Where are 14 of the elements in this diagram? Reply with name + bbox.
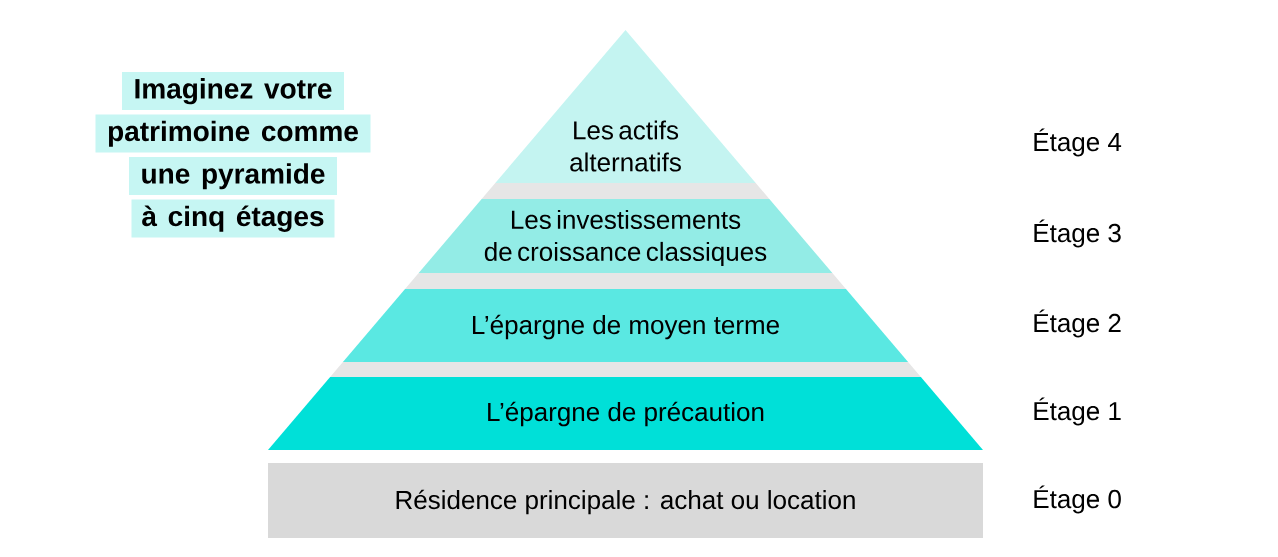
level-label: Étage 4 — [1034, 128, 1122, 157]
level-label: Étage 1 — [1034, 397, 1121, 426]
separator-band — [481, 183, 770, 199]
title: Imaginez votre patrimoine comme une pyramide à cinq étages — [95, 72, 371, 238]
pyramid-tier: L’épargne de moyen terme — [342, 289, 909, 362]
pyramid-tier: Les investissements de croissance classiques — [418, 199, 833, 273]
base-block: Résidence principale : achat ou location — [268, 463, 983, 538]
separator-band — [330, 362, 921, 377]
pyramid-tier: L’épargne de précaution — [268, 377, 983, 450]
level-label: Étage 3 — [1034, 219, 1121, 248]
separator-band — [405, 273, 846, 289]
level-label: Étage 2 — [1034, 309, 1121, 338]
level-label: Étage 0 — [1034, 485, 1121, 514]
pyramid-tier: Les actifs alternatifs — [495, 30, 756, 183]
